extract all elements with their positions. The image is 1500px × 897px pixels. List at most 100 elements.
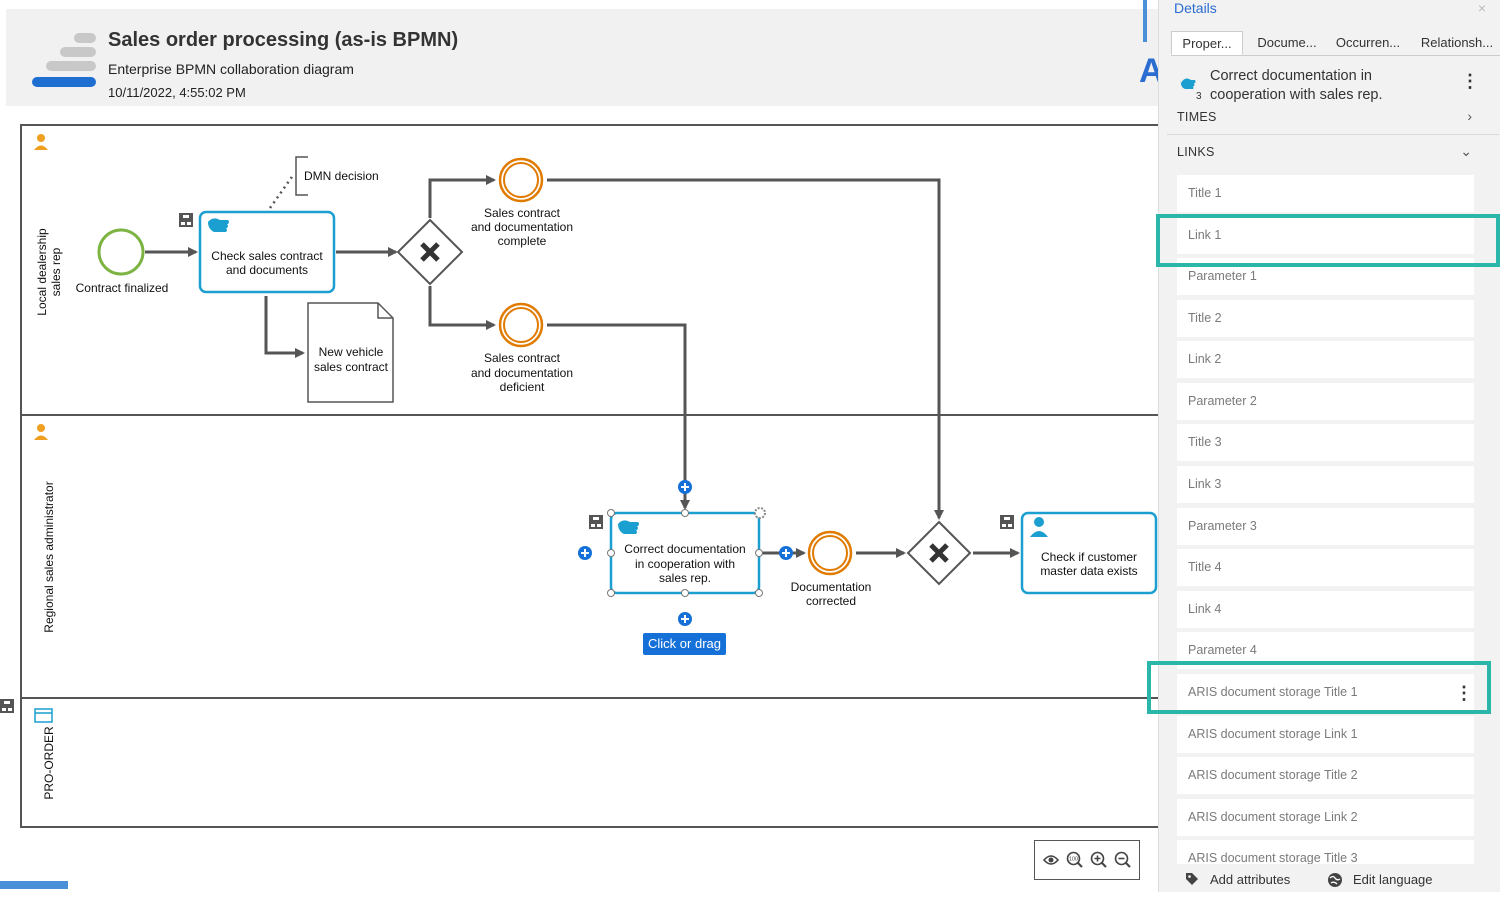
details-tabs: Proper... Docume... Occurren... Relation…	[1171, 31, 1500, 56]
gear-icon[interactable]	[754, 507, 766, 519]
attribute-title-1[interactable]: Title 1	[1177, 175, 1474, 212]
svg-text:corrected: corrected	[806, 594, 856, 608]
add-connection-icon[interactable]	[678, 480, 692, 494]
attribute-aris-link-1[interactable]: ARIS document storage Link 1	[1177, 716, 1474, 753]
svg-text:sales rep.: sales rep.	[659, 571, 711, 585]
svg-text:Check if customer: Check if customer	[1041, 550, 1137, 564]
svg-text:Check sales contract: Check sales contract	[211, 249, 323, 263]
svg-text:DMN decision: DMN decision	[304, 169, 379, 183]
attribute-title-3[interactable]: Title 3	[1177, 424, 1474, 461]
zoom-toolbar: 100	[1034, 840, 1140, 880]
selected-object-name: Correct documentation in cooperation wit…	[1210, 68, 1383, 103]
hierarchy-icon[interactable]	[589, 515, 603, 529]
exclusive-gateway[interactable]	[396, 218, 464, 286]
svg-text:Sales contract: Sales contract	[484, 351, 561, 365]
background-window-edge	[1143, 0, 1147, 42]
start-event[interactable]	[97, 228, 145, 276]
svg-text:in cooperation with: in cooperation with	[635, 557, 735, 571]
add-connection-icon[interactable]	[578, 546, 592, 560]
zoom-100-label: 100	[1069, 857, 1078, 863]
task-check-customer-master-data[interactable]: Check if customer master data exists	[1020, 511, 1158, 595]
attribute-parameter-3[interactable]: Parameter 3	[1177, 508, 1474, 545]
zoom-in-icon[interactable]	[1089, 850, 1109, 870]
section-links[interactable]: LINKS	[1177, 145, 1215, 159]
zoom-100-icon[interactable]: 100	[1065, 850, 1085, 870]
globe-icon	[1328, 873, 1342, 887]
hierarchy-icon[interactable]	[179, 213, 193, 227]
attribute-link-4[interactable]: Link 4	[1177, 591, 1474, 628]
occurrence-count: 3	[1196, 91, 1202, 102]
chevron-down-icon[interactable]: ⌄	[1460, 143, 1472, 159]
more-options-icon[interactable]: ⋮	[1455, 683, 1473, 703]
modified-timestamp: 10/11/2022, 4:55:02 PM	[108, 85, 246, 100]
svg-text:deficient: deficient	[500, 380, 545, 394]
manual-task-icon	[1180, 78, 1196, 89]
attribute-link-2[interactable]: Link 2	[1177, 341, 1474, 378]
attribute-aris-link-2[interactable]: ARIS document storage Link 2	[1177, 799, 1474, 836]
role-icon	[34, 134, 48, 150]
add-attributes-button[interactable]: Add attributes	[1210, 872, 1291, 887]
attribute-aris-title-2[interactable]: ARIS document storage Title 2	[1177, 757, 1474, 794]
event-contract-deficient[interactable]: Sales contract and documentation deficie…	[471, 302, 573, 394]
lane-label: sales rep	[49, 247, 63, 296]
manual-task-icon	[618, 520, 639, 534]
attribute-title-4[interactable]: Title 4	[1177, 549, 1474, 586]
event-documentation-corrected[interactable]: Documentation corrected	[791, 530, 872, 608]
tab-documents[interactable]: Docume...	[1257, 35, 1317, 50]
edit-language-button[interactable]: Edit language	[1353, 872, 1433, 887]
dmn-decision-annotation[interactable]: DMN decision	[295, 156, 379, 196]
diagram-canvas[interactable]: Local dealership sales rep Regional sale…	[0, 106, 1161, 892]
manual-task-icon	[208, 218, 229, 232]
tab-properties[interactable]: Proper...	[1171, 31, 1243, 55]
dmn-association[interactable]	[268, 173, 296, 209]
model-type-icon	[32, 33, 98, 103]
more-options-icon[interactable]: ⋮	[1461, 71, 1479, 91]
zoom-out-icon[interactable]	[1113, 850, 1133, 870]
tab-relationships[interactable]: Relationsh...	[1420, 35, 1494, 50]
user-task-icon	[1030, 517, 1048, 537]
bottom-tab-indicator[interactable]	[0, 881, 68, 889]
lane-label: PRO-ORDER	[42, 726, 56, 800]
divider	[1167, 134, 1499, 135]
attribute-aris-title-1[interactable]: ARIS document storage Title 1	[1177, 674, 1474, 711]
role-icon	[34, 424, 48, 440]
close-icon[interactable]: ×	[1477, 0, 1486, 16]
application-icon	[34, 708, 53, 723]
attribute-parameter-1[interactable]: Parameter 1	[1177, 258, 1474, 295]
attribute-link-1[interactable]: Link 1	[1177, 217, 1474, 254]
hierarchy-icon[interactable]	[0, 699, 14, 713]
section-times[interactable]: TIMES	[1177, 110, 1217, 124]
eye-icon[interactable]	[1041, 850, 1061, 870]
data-association[interactable]	[264, 296, 305, 358]
selection-handles[interactable]	[607, 509, 763, 597]
add-connection-icon[interactable]	[779, 546, 793, 560]
details-panel: Details × Proper... Docume... Occurren..…	[1158, 0, 1500, 892]
attribute-title-2[interactable]: Title 2	[1177, 300, 1474, 337]
svg-text:Correct documentation: Correct documentation	[624, 542, 745, 556]
attribute-link-3[interactable]: Link 3	[1177, 466, 1474, 503]
svg-text:Sales contract: Sales contract	[484, 206, 561, 220]
data-object-new-vehicle-contract[interactable]: New vehicle sales contract	[307, 302, 394, 403]
tag-icon	[1186, 873, 1198, 885]
chevron-right-icon[interactable]: ›	[1467, 108, 1472, 124]
start-event-label: Contract finalized	[76, 281, 169, 295]
task-check-sales-contract[interactable]: Check sales contract and documents	[198, 210, 336, 294]
sequence-flow[interactable]	[547, 178, 944, 520]
sequence-flow[interactable]	[547, 323, 690, 510]
click-or-drag-button[interactable]: Click or drag	[643, 633, 726, 655]
attribute-parameter-2[interactable]: Parameter 2	[1177, 383, 1474, 420]
attribute-parameter-4[interactable]: Parameter 4	[1177, 632, 1474, 669]
sequence-flow[interactable]	[428, 175, 496, 218]
add-connection-icon[interactable]	[678, 612, 692, 626]
hierarchy-icon[interactable]	[1000, 515, 1014, 529]
lane-label: Local dealership	[35, 228, 49, 316]
exclusive-gateway[interactable]	[906, 520, 972, 586]
tab-occurrences[interactable]: Occurren...	[1335, 35, 1401, 50]
details-title: Details	[1174, 0, 1217, 16]
model-type-label: Enterprise BPMN collaboration diagram	[108, 61, 354, 77]
event-contract-complete[interactable]: Sales contract and documentation complet…	[471, 157, 573, 248]
selected-object: 3 Correct documentation in cooperation w…	[1159, 60, 1500, 110]
task-correct-documentation[interactable]: Correct documentation in cooperation wit…	[609, 511, 761, 595]
sequence-flow[interactable]	[428, 286, 496, 330]
svg-text:complete: complete	[498, 234, 547, 248]
